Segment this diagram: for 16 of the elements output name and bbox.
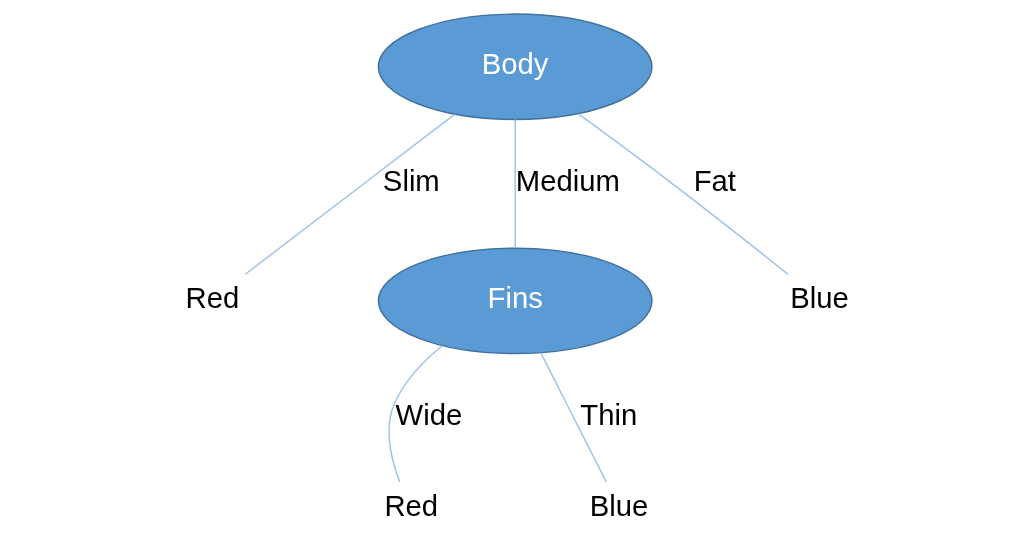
edge-label: Slim — [382, 165, 440, 198]
edge-label: Wide — [395, 399, 462, 432]
node-text: Blue — [789, 282, 849, 315]
connector — [539, 352, 607, 483]
edge-label: Fat — [693, 165, 736, 198]
connector — [244, 113, 455, 275]
connector — [387, 345, 443, 483]
node-ellipse: Body — [377, 13, 653, 121]
connector — [577, 113, 789, 276]
edge-label: Medium — [515, 165, 620, 198]
node-text: Blue — [589, 489, 648, 522]
connector — [513, 118, 516, 249]
node-text: Red — [383, 489, 438, 522]
node-text: Red — [185, 282, 239, 315]
node-ellipse: Fins — [377, 247, 653, 355]
edge-label: Thin — [579, 399, 637, 432]
